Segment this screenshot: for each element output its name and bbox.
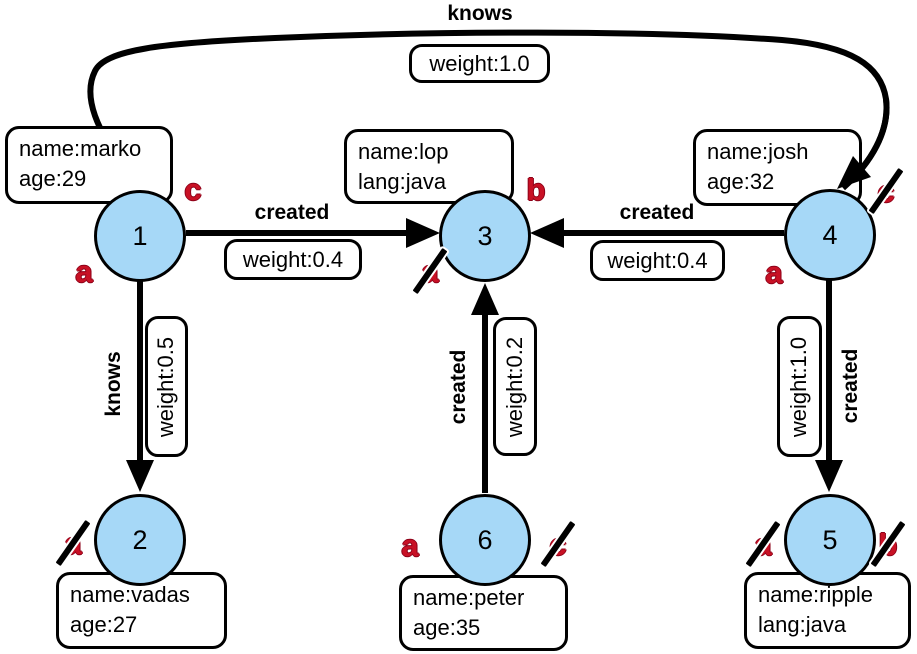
strike-line bbox=[52, 517, 94, 569]
step-marker-a-vertex-4: a bbox=[757, 252, 791, 292]
edge-label-knows-1-2: knows bbox=[102, 351, 125, 417]
edge-label-created-4-5: created bbox=[839, 348, 862, 424]
vertex-5: 5 bbox=[784, 494, 876, 586]
edge-created-1-3-arrowhead-icon bbox=[406, 218, 440, 248]
step-marker-a-vertex-1: a bbox=[67, 251, 101, 291]
edge-weight-box-created-4-3: weight:0.4 bbox=[590, 240, 725, 281]
edge-label-knows-1-4: knows bbox=[447, 2, 513, 25]
edge-weight-box-created-6-3: weight:0.2 bbox=[493, 317, 537, 456]
vertex-6: 6 bbox=[439, 494, 531, 586]
edge-knows-1-2-arrowhead-icon bbox=[126, 460, 154, 492]
edge-weight-text: weight:1.0 bbox=[429, 50, 530, 76]
edge-created-6-3-arrowhead-icon bbox=[471, 283, 499, 315]
edge-label-created-4-3: created bbox=[619, 201, 695, 224]
property-text: name:peter bbox=[413, 585, 525, 610]
property-text: age:29 bbox=[19, 166, 87, 191]
property-text: age:27 bbox=[70, 612, 138, 637]
vertex-id: 2 bbox=[132, 524, 148, 555]
property-text: name:lop bbox=[358, 139, 449, 164]
edge-weight-text: weight:0.4 bbox=[242, 246, 344, 272]
property-text: name:ripple bbox=[758, 582, 873, 607]
strike-line bbox=[742, 518, 784, 570]
step-marker-a-vertex-5: a bbox=[742, 518, 784, 570]
edge-weight-text: weight:0.4 bbox=[607, 247, 708, 273]
vertex-id: 1 bbox=[132, 220, 148, 251]
vertex-id: 4 bbox=[822, 219, 838, 250]
vertex-2: 2 bbox=[94, 494, 186, 586]
step-marker-a-vertex-2: a bbox=[52, 517, 94, 569]
vertex-id: 6 bbox=[477, 524, 493, 555]
step-marker-b-vertex-3: b bbox=[519, 169, 553, 209]
property-text: age:35 bbox=[413, 615, 481, 640]
strike-line bbox=[865, 165, 907, 217]
property-text: name:marko bbox=[19, 136, 142, 161]
step-marker-c-vertex-1: c bbox=[176, 169, 210, 209]
edge-label-created-1-3: created bbox=[254, 201, 330, 224]
vertex-1: 1 bbox=[94, 190, 186, 282]
strike-line bbox=[537, 518, 579, 570]
step-marker-a-vertex-6: a bbox=[393, 525, 427, 565]
step-marker-letter: b bbox=[526, 171, 546, 207]
step-marker-letter: a bbox=[765, 254, 783, 290]
edge-weight-box-created-4-5: weight:1.0 bbox=[777, 316, 822, 457]
step-marker-c-vertex-6: c bbox=[537, 518, 579, 570]
edge-created-4-3-arrowhead-icon bbox=[530, 218, 564, 248]
step-marker-c-vertex-4: c bbox=[865, 165, 907, 217]
edge-knows-1-4-arrowhead-icon bbox=[837, 156, 871, 189]
property-text: name:josh bbox=[707, 139, 809, 164]
vertex-id: 3 bbox=[477, 220, 493, 251]
edge-weight-box-knows-1-4: weight:1.0 bbox=[409, 44, 550, 83]
strike-line bbox=[409, 245, 451, 297]
property-text: name:vadas bbox=[70, 582, 190, 607]
vertex-4: 4 bbox=[784, 189, 876, 281]
edge-weight-box-created-1-3: weight:0.4 bbox=[224, 239, 362, 280]
step-marker-letter: a bbox=[401, 527, 419, 563]
vertex-id: 5 bbox=[822, 524, 838, 555]
edge-knows-1-4-arc bbox=[87, 29, 890, 191]
edge-label-created-6-3: created bbox=[447, 349, 470, 425]
step-marker-b-vertex-5: b bbox=[867, 518, 909, 570]
property-text: lang:java bbox=[358, 169, 447, 194]
property-text: lang:java bbox=[758, 612, 847, 637]
property-text: age:32 bbox=[707, 169, 775, 194]
step-marker-letter: c bbox=[184, 171, 202, 207]
vertex-3: 3 bbox=[439, 190, 531, 282]
step-marker-a-vertex-3: a bbox=[409, 245, 451, 297]
step-marker-letter: a bbox=[75, 253, 93, 289]
strike-line bbox=[867, 518, 909, 570]
edge-weight-box-knows-1-2: weight:0.5 bbox=[145, 316, 188, 457]
edge-created-4-5-arrowhead-icon bbox=[815, 460, 843, 492]
